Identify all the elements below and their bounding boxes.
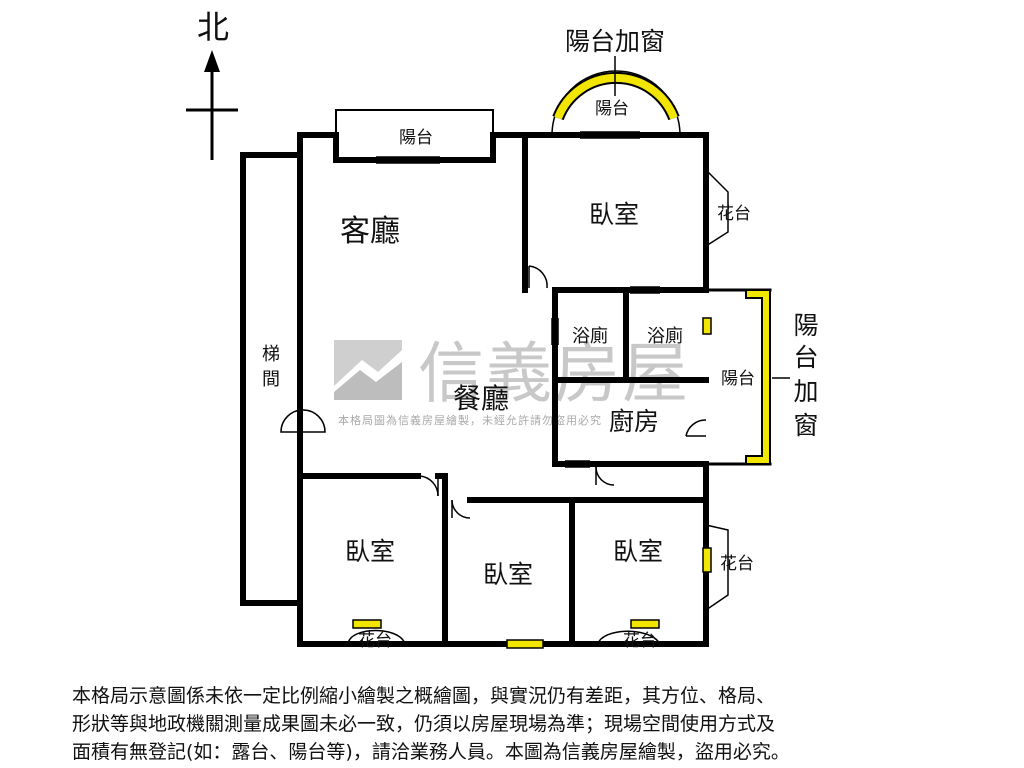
planter-se-label: 花台	[623, 631, 657, 651]
right-bay-window-char-1: 陽	[793, 311, 818, 340]
right-bay-window-char-2: 台	[793, 343, 818, 372]
right-bay-window-char-3: 加	[793, 377, 818, 406]
room-living: 客廳	[340, 214, 400, 249]
room-dining: 餐廳	[453, 382, 509, 415]
disclaimer-line-2: 形狀等與地政機關測量成果圖未必一致，仍須以房屋現場為準；現場空間使用方式及	[72, 713, 776, 735]
north-label: 北	[197, 8, 229, 46]
room-bathroom-2: 浴廁	[647, 325, 683, 347]
room-labels: 客廳 餐廳 陽台 陽台 陽台 臥室 臥室 臥室 臥室 浴廁 浴廁 廚房 花台 花…	[262, 99, 755, 651]
room-kitchen: 廚房	[609, 407, 659, 436]
window-marks	[376, 131, 660, 468]
planters	[347, 169, 729, 645]
room-balcony-round: 陽台	[595, 99, 629, 119]
planter-sw-label: 花台	[358, 631, 392, 651]
room-balcony-east: 陽台	[721, 369, 755, 389]
east-bay-window	[745, 289, 771, 465]
room-bathroom-1: 浴廁	[572, 325, 608, 347]
yellow-windows	[352, 317, 712, 649]
walls	[240, 109, 772, 647]
round-balcony	[551, 70, 681, 136]
disclaimer-line-1: 本格局示意圖係未依一定比例縮小繪製之概繪圖，與實況仍有差距，其方位、格局、	[72, 685, 776, 707]
room-bedroom-s: 臥室	[483, 560, 533, 589]
disclaimer-line-3: 面積有無登記(如：露台、陽台等)，請洽業務人員。本圖為信義房屋繪製，盜用必究。	[72, 741, 790, 763]
top-bay-window-label: 陽台加窗	[565, 27, 665, 56]
planter-e-label: 花台	[720, 554, 754, 574]
annotations: 陽台加窗 陽 台 加 窗	[565, 27, 819, 440]
watermark-notice: 本格局圖為信義房屋繪製，未經允許請勿盜用必究	[338, 413, 602, 427]
north-arrow-icon	[204, 50, 220, 72]
compass: 北	[186, 8, 238, 160]
room-bedroom-se: 臥室	[613, 537, 663, 566]
room-bedroom-sw: 臥室	[345, 537, 395, 566]
disclaimer: 本格局示意圖係未依一定比例縮小繪製之概繪圖，與實況仍有差距，其方位、格局、 形狀…	[72, 682, 972, 766]
stairwell-label-2: 間	[262, 369, 280, 390]
room-balcony-north: 陽台	[399, 128, 433, 148]
doors	[280, 265, 707, 519]
room-bedroom-ne: 臥室	[589, 200, 639, 229]
right-bay-window-char-4: 窗	[793, 411, 818, 440]
planter-ne-label: 花台	[717, 204, 751, 224]
brand-logo-icon	[334, 340, 402, 400]
stairwell-label-1: 梯	[262, 344, 280, 365]
